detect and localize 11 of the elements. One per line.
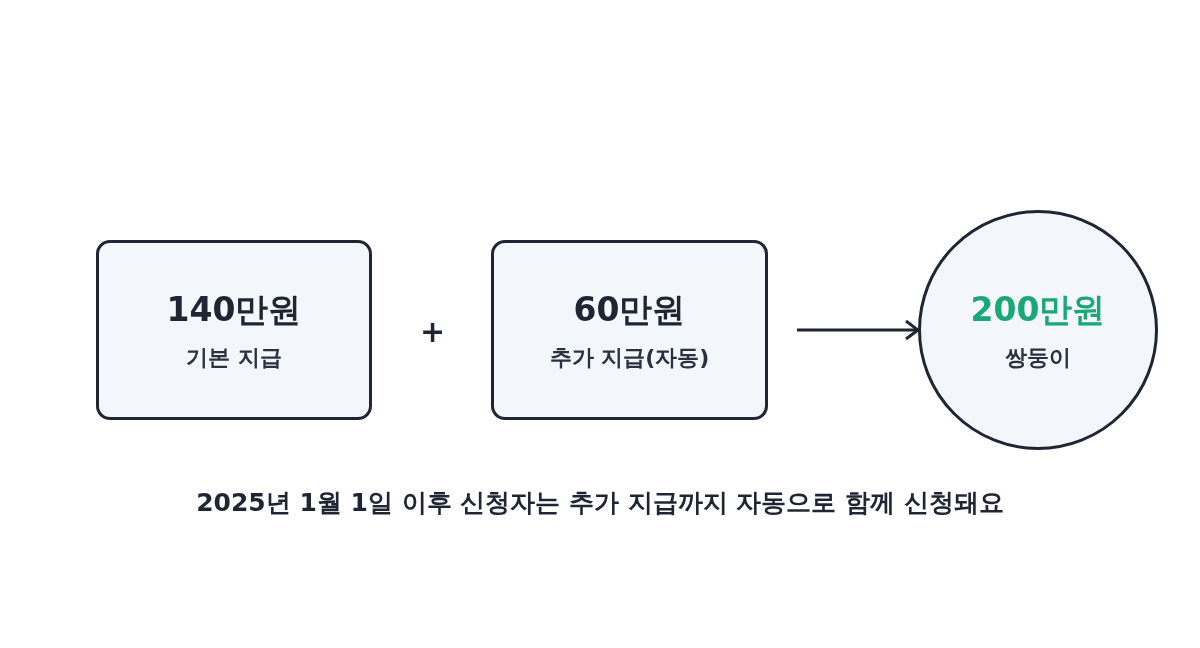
amount-text: 60만원 (573, 288, 686, 331)
caption-text: 추가 지급(자동) (549, 343, 710, 372)
arrow (797, 319, 920, 341)
caption-text: 쌍둥이 (1005, 343, 1071, 372)
amount-box (96, 240, 372, 420)
amount-text: 200만원 (970, 288, 1106, 331)
note-text: 2025년 1월 1일 이후 신청자는 추가 지급까지 자동으로 함께 신청돼요 (195, 487, 1005, 519)
caption-text: 기본 지급 (186, 343, 282, 372)
plus-sign: + (420, 314, 446, 349)
amount-text: 140만원 (166, 288, 302, 331)
amount-box (491, 240, 768, 420)
